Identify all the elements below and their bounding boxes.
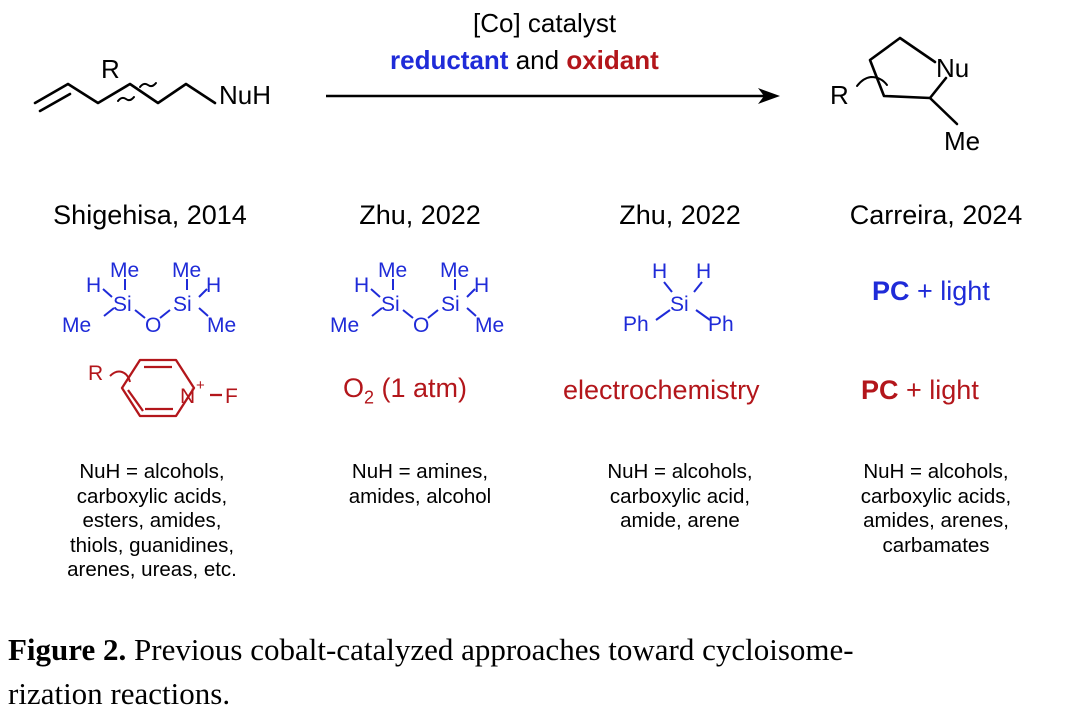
silox2-me-top-right: Me	[440, 259, 469, 282]
silox1-me-bottom-left: Me	[62, 314, 91, 337]
pyridinium-n: N	[180, 385, 195, 408]
nuh-line: NuH = alcohols,	[607, 460, 753, 483]
siloxane-structure-1: H Me Si O Si Me H Me Me	[62, 259, 236, 337]
column-title-4: Carreira, 2024	[849, 200, 1023, 230]
silane-ph-left: Ph	[623, 313, 649, 336]
column-title-3: Zhu, 2022	[619, 200, 741, 230]
pyridinium-f: F	[225, 385, 238, 408]
nuh-line: thiols, guanidines,	[69, 533, 235, 557]
silane-h-right: H	[696, 260, 711, 283]
silox2-h-right: H	[474, 274, 489, 297]
nuh-line: carboxylic acid,	[609, 484, 751, 508]
nuh-scope-4: NuH = alcohols, carboxylic acids, amides…	[806, 460, 1066, 558]
o2-subscript: 2	[364, 387, 375, 408]
pyridinium-structure	[109, 358, 222, 418]
catalyst-label: [Co] catalyst	[473, 8, 617, 38]
silox2-me-bottom-left: Me	[330, 314, 359, 337]
silox1-me-top-left: Me	[110, 259, 139, 282]
reductant-pc-light: PC + light	[872, 276, 990, 307]
product-structure	[856, 36, 959, 126]
silane-ph-right: Ph	[708, 313, 734, 336]
o2-pressure: (1 atm)	[374, 373, 468, 403]
and-label: and	[515, 45, 560, 75]
product-r-label: R	[830, 80, 849, 110]
pyridinium-plus: +	[196, 377, 205, 394]
nuh-line: NuH = amines,	[351, 460, 489, 483]
silox2-si-left: Si	[381, 293, 400, 316]
column-title-2: Zhu, 2022	[359, 200, 481, 230]
silox1-si-right: Si	[173, 293, 192, 316]
silox2-o: O	[413, 314, 429, 337]
caption-label: Figure 2.	[8, 632, 127, 667]
nuh-line: amides, arenes,	[863, 509, 1009, 532]
nuh-line: esters, amides,	[82, 509, 222, 532]
silox1-me-bottom-right: Me	[207, 314, 236, 337]
reactant-r-label: R	[101, 54, 120, 84]
figure-caption: Figure 2. Previous cobalt-catalyzed appr…	[8, 628, 1072, 716]
nuh-line: carbamates	[882, 533, 990, 557]
caption-line-2: rization reactions.	[8, 676, 231, 711]
nuh-line: amides, alcohol	[348, 484, 492, 508]
reactant-nuh-label: NuH	[219, 80, 271, 110]
silane-h-left: H	[652, 260, 667, 283]
column-title-1: Shigehisa, 2014	[53, 200, 247, 230]
oxidant-electrochemistry: electrochemistry	[563, 375, 760, 405]
silox2-me-bottom-right: Me	[475, 314, 504, 337]
nuh-line: NuH = alcohols,	[863, 460, 1009, 483]
nuh-line: NuH = alcohols,	[79, 460, 225, 483]
nuh-line: arenes, ureas, etc.	[67, 558, 237, 581]
oxidant-o2: O2 (1 atm)	[343, 373, 467, 408]
reductant-pc: PC	[872, 276, 910, 306]
silox2-me-top-left: Me	[378, 259, 407, 282]
reactant-structure	[33, 82, 217, 113]
product-me-label: Me	[944, 126, 980, 156]
reagents-label: reductant and oxidant	[390, 45, 659, 76]
nuh-scope-1: NuH = alcohols, carboxylic acids, esters…	[22, 460, 282, 583]
nuh-line: amide, arene	[620, 509, 740, 532]
caption-text: Previous cobalt-catalyzed approaches tow…	[126, 632, 854, 667]
reaction-arrow	[326, 88, 780, 104]
silox1-h-left: H	[86, 274, 101, 297]
caption-line-1: Figure 2. Previous cobalt-catalyzed appr…	[8, 628, 1072, 672]
oxidant-row: R N + F	[88, 358, 238, 418]
reductant-label: reductant	[390, 45, 509, 75]
product-nu-label: Nu	[936, 53, 969, 83]
silox1-me-top-right: Me	[172, 259, 201, 282]
siloxane-structure-2: H Me Si O Si Me H Me Me	[330, 259, 504, 337]
pyridinium-r: R	[88, 362, 103, 385]
reductant-light: + light	[909, 276, 990, 306]
nuh-scope-3: NuH = alcohols, carboxylic acid, amide, …	[550, 460, 810, 534]
silox2-h-left: H	[354, 274, 369, 297]
silox2-si-right: Si	[441, 293, 460, 316]
silox1-h-right: H	[206, 274, 221, 297]
silox1-si-left: Si	[113, 293, 132, 316]
silane-structure: H H Si Ph Ph	[623, 260, 734, 336]
silane-si: Si	[670, 293, 689, 316]
oxidant-label: oxidant	[566, 45, 659, 75]
oxidant-pc-light: PC + light	[861, 375, 979, 406]
reaction-scheme: R NuH Nu R Me	[33, 36, 980, 156]
nuh-scope-2: NuH = amines, amides, alcohol	[290, 460, 550, 509]
o2-o: O	[343, 373, 365, 403]
nuh-line: carboxylic acids,	[76, 484, 228, 508]
nuh-line: carboxylic acids,	[860, 484, 1012, 508]
reductant-row: H Me Si O Si Me H Me Me	[62, 259, 734, 337]
silox1-o: O	[145, 314, 161, 337]
oxidant-light: + light	[898, 375, 979, 405]
oxidant-pc: PC	[861, 375, 899, 405]
